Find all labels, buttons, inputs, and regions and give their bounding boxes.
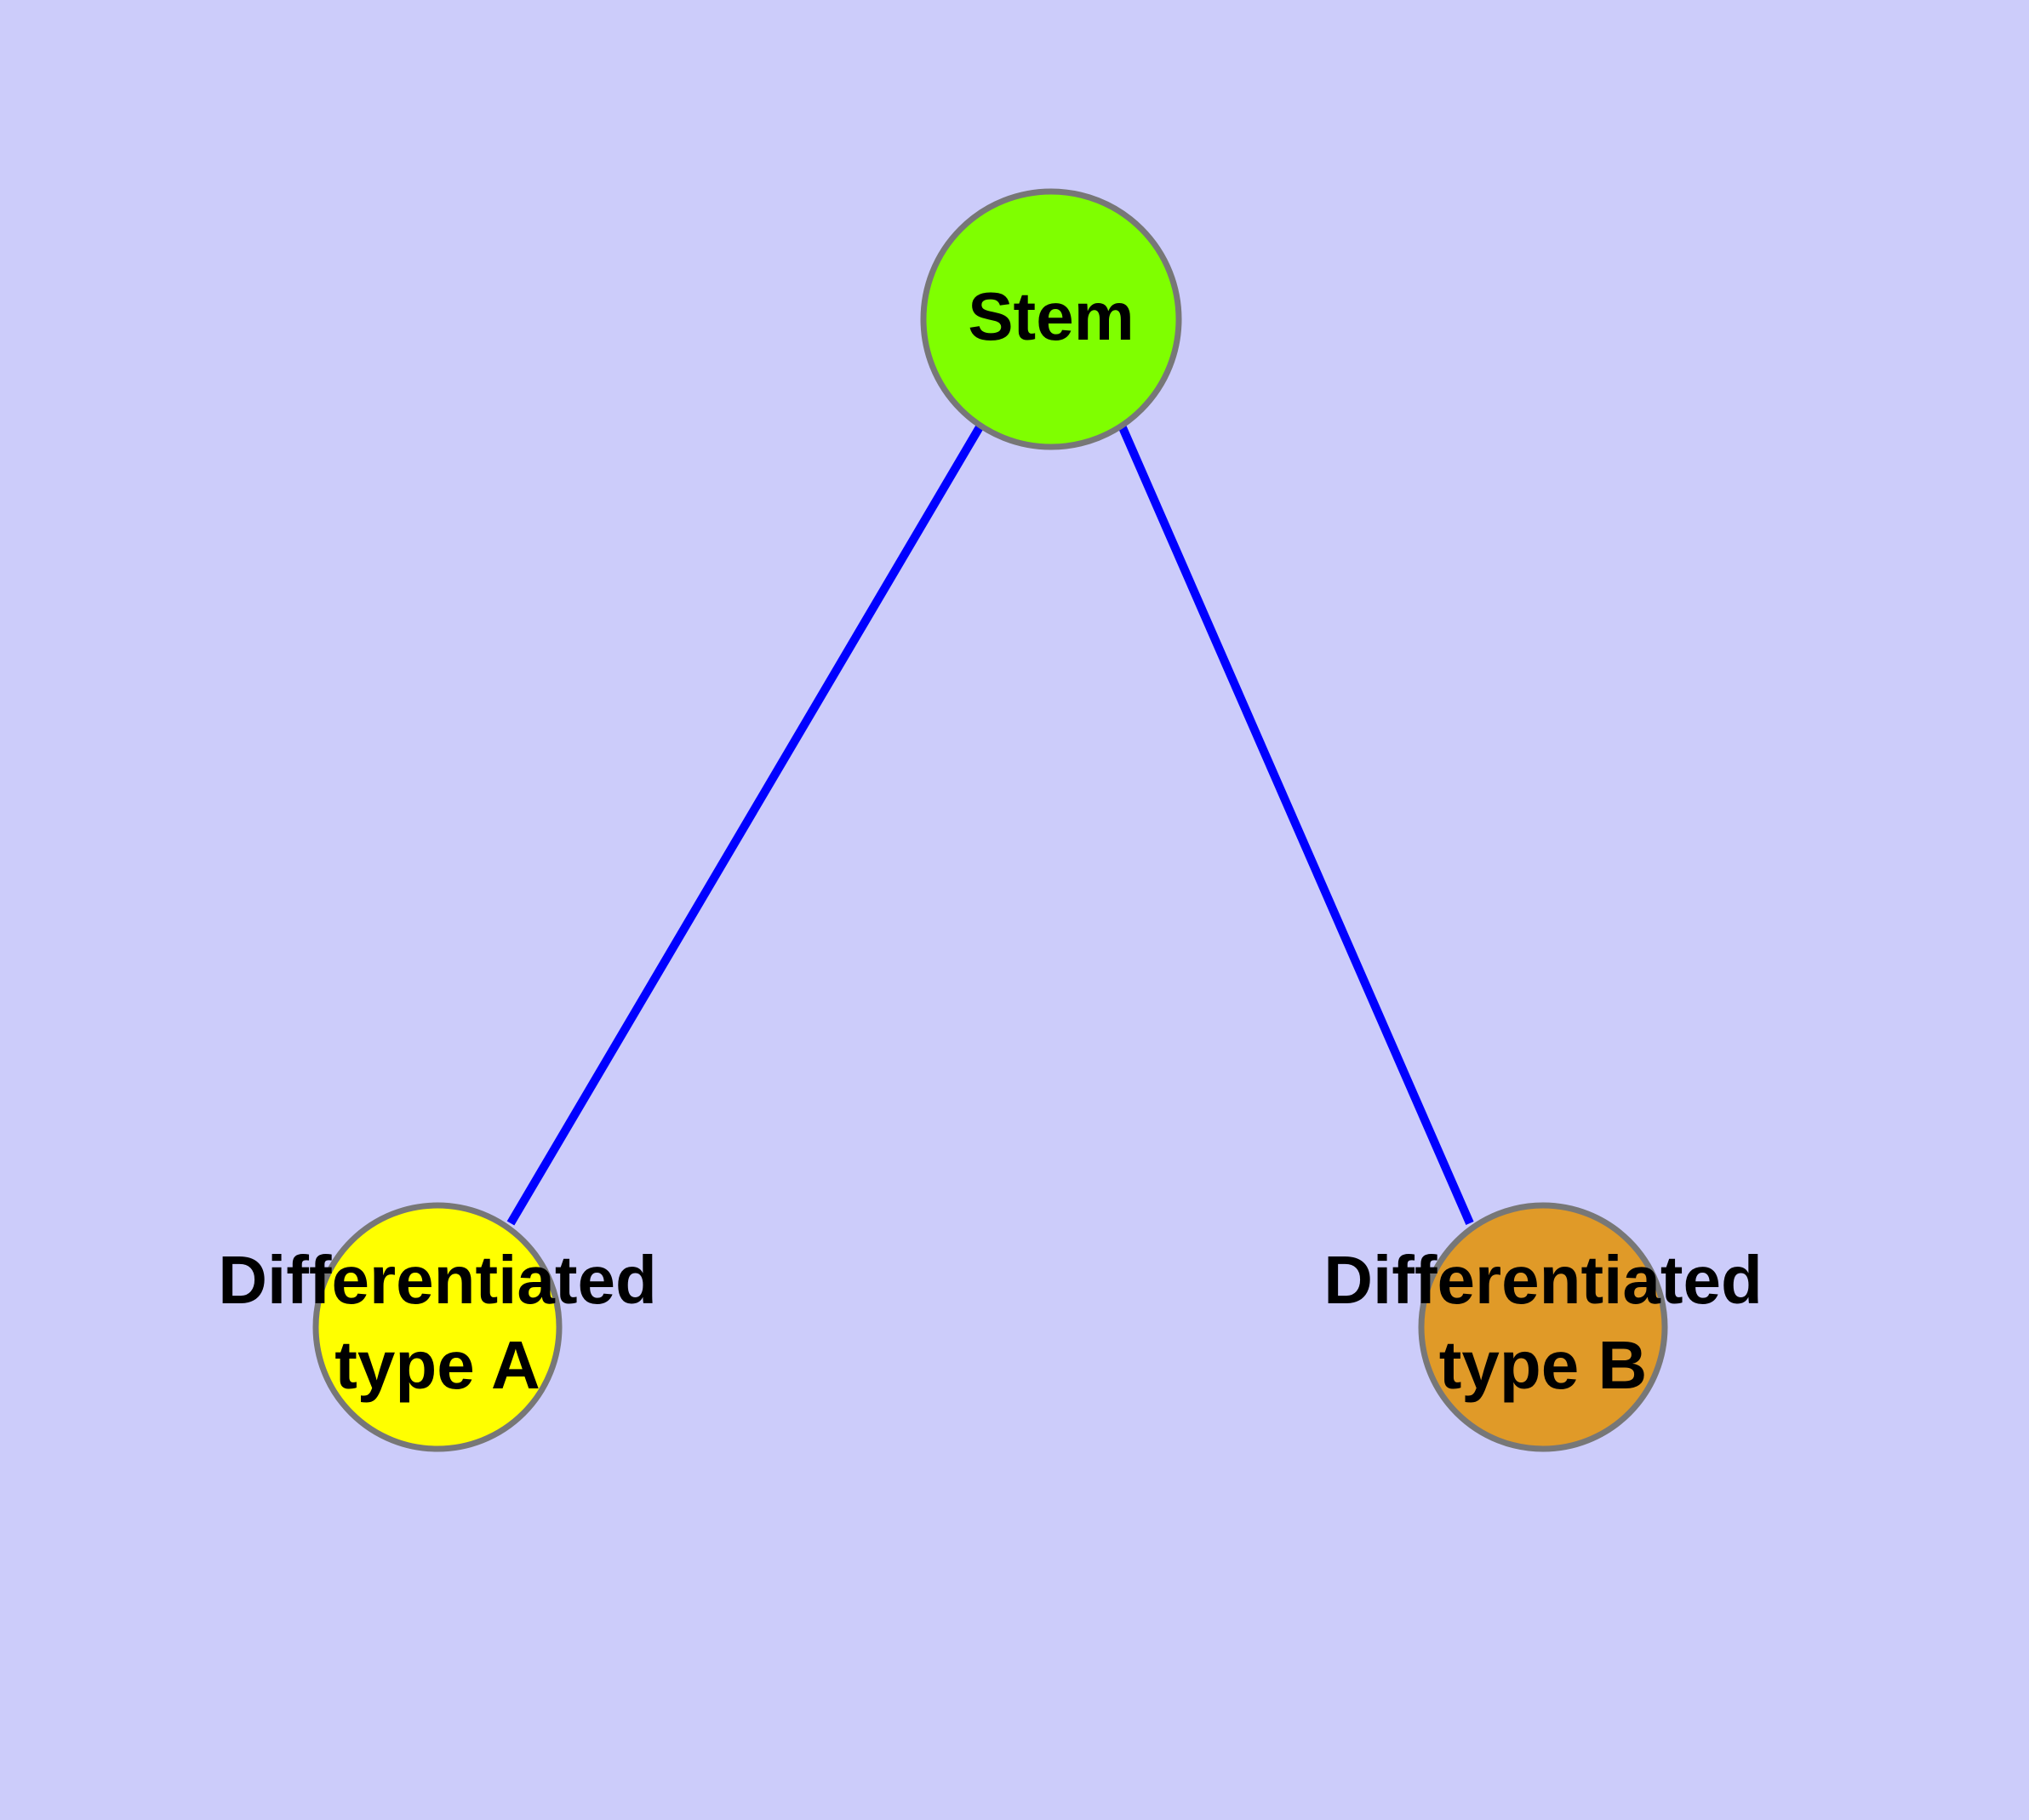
node-stem-label: Stem <box>968 278 1135 354</box>
node-diff-b[interactable]: Differentiated type B <box>1323 1202 1763 1452</box>
node-diff-a-label-line-1: Differentiated <box>218 1242 657 1318</box>
node-diff-b-circle[interactable] <box>1418 1202 1668 1452</box>
node-stem-circle[interactable] <box>920 188 1182 450</box>
edge-stem-to-diff-a[interactable] <box>506 423 985 1226</box>
edge-stem-to-diff-b[interactable] <box>1117 423 1474 1226</box>
node-diff-b-label-line-1: Differentiated <box>1323 1242 1763 1318</box>
edge-layer <box>506 423 1474 1226</box>
node-diff-a[interactable]: Differentiated type A <box>218 1202 657 1452</box>
node-diff-a-label-line-2: type A <box>334 1327 540 1403</box>
node-stem[interactable]: Stem <box>920 188 1182 450</box>
node-diff-b-label-line-2: type B <box>1439 1327 1648 1403</box>
node-diff-a-circle[interactable] <box>312 1202 563 1452</box>
node-layer: Stem Differentiated type A Differentiate… <box>218 188 1763 1452</box>
